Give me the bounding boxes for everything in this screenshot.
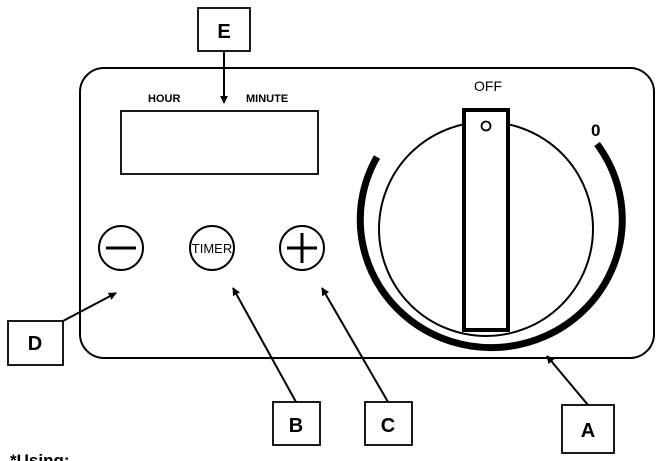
callout-a-box [561, 404, 615, 454]
minute-label: MINUTE [246, 93, 288, 105]
callout-a-arrow [546, 355, 589, 406]
callout-b-box [272, 401, 321, 446]
plus-icon [287, 233, 317, 263]
time-display [120, 110, 319, 175]
dial-knob-handle [462, 108, 510, 332]
callout-d-label: D [28, 333, 42, 355]
callout-c-box [364, 401, 413, 446]
dial-off-label: OFF [474, 78, 502, 94]
callout-d-arrow [62, 292, 117, 322]
rotary-dial[interactable] [378, 108, 594, 337]
callout-b-arrow [232, 287, 297, 403]
footer-text: *Using: [10, 451, 70, 461]
hour-label: HOUR [148, 93, 180, 105]
plus-button[interactable] [279, 225, 325, 271]
dial-pointer-dot [480, 120, 492, 132]
dial-zero-label: 0 [591, 121, 600, 140]
callout-b-label: B [289, 415, 303, 437]
minus-button[interactable] [98, 225, 144, 271]
callout-e-label: E [217, 21, 230, 43]
callout-a-label: A [581, 420, 595, 442]
timer-button[interactable]: TIMER [189, 225, 235, 271]
callout-d-box [7, 320, 64, 366]
dial-range-arc [356, 141, 626, 352]
timer-button-label: TIMER [192, 241, 232, 256]
callout-c-arrow [321, 287, 389, 403]
callout-c-label: C [381, 415, 395, 437]
